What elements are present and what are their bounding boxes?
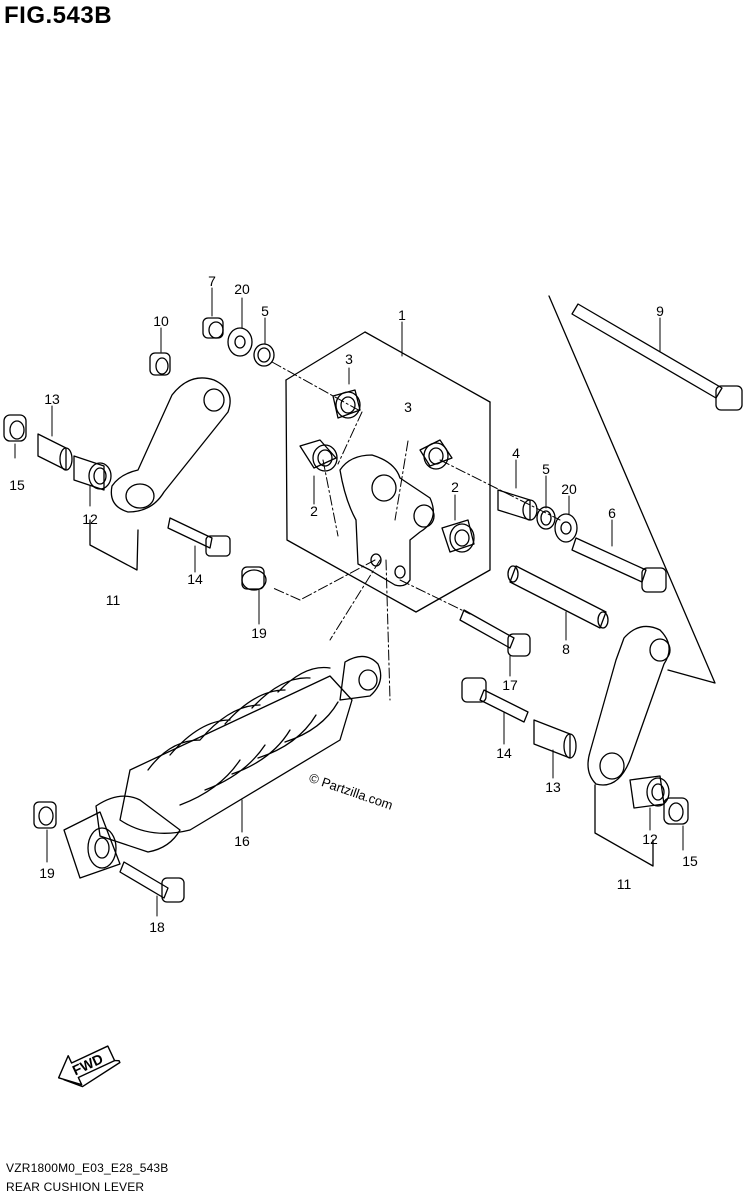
part-11-rod-left bbox=[110, 377, 231, 513]
part-13-collar-right bbox=[533, 719, 577, 759]
callout-9: 9 bbox=[656, 303, 664, 319]
assembly-9-outline bbox=[548, 295, 716, 684]
callout-13: 13 bbox=[545, 779, 561, 795]
center-lines bbox=[271, 361, 561, 701]
callout-20: 20 bbox=[234, 281, 250, 297]
part-17-bolt bbox=[459, 609, 531, 657]
part-11-rod-right bbox=[587, 625, 671, 786]
callout-11: 11 bbox=[106, 592, 121, 608]
callout-7: 7 bbox=[208, 273, 216, 289]
callout-11: 11 bbox=[617, 876, 632, 892]
part-10-nut bbox=[149, 352, 171, 376]
callout-2: 2 bbox=[310, 503, 318, 519]
callout-5: 5 bbox=[542, 461, 550, 477]
fwd-arrow-icon: FWD bbox=[57, 1045, 121, 1088]
part-19-nut-lower bbox=[33, 801, 57, 829]
part-12-bearing-left bbox=[73, 455, 112, 491]
callout-13: 13 bbox=[44, 391, 60, 407]
callout-15: 15 bbox=[682, 853, 698, 869]
part-2-bearing-left bbox=[299, 439, 338, 472]
bracket-11-right bbox=[594, 784, 654, 867]
part-15-nut-left bbox=[3, 414, 27, 442]
callout-6: 6 bbox=[608, 505, 616, 521]
assembly-1-outline bbox=[285, 331, 491, 613]
part-14-bolt-right bbox=[461, 677, 529, 723]
part-5-seal-right bbox=[536, 506, 556, 530]
part-2-bearing-right bbox=[441, 519, 475, 553]
part-4-sleeve bbox=[497, 489, 538, 521]
part-20-washer-right bbox=[554, 513, 578, 543]
callout-19: 19 bbox=[39, 865, 55, 881]
callout-18: 18 bbox=[149, 919, 165, 935]
callout-1: 1 bbox=[398, 307, 406, 323]
leader-lines bbox=[14, 287, 684, 917]
figure-title: FIG.543B bbox=[4, 2, 113, 29]
fwd-label: FWD bbox=[70, 1050, 106, 1078]
part-1-lever bbox=[339, 454, 435, 587]
section-name: REAR CUSHION LEVER bbox=[6, 1180, 145, 1194]
part-8-shaft bbox=[507, 565, 609, 629]
callout-4: 4 bbox=[512, 445, 520, 461]
part-7-nut bbox=[202, 317, 224, 339]
callout-16: 16 bbox=[234, 833, 250, 849]
callout-20: 20 bbox=[561, 481, 577, 497]
part-3-bearing-right bbox=[419, 439, 453, 470]
part-9-long-bolt bbox=[571, 303, 743, 411]
callout-8: 8 bbox=[562, 641, 570, 657]
part-14-bolt-left bbox=[167, 517, 231, 557]
part-16-shock-absorber bbox=[63, 655, 382, 879]
callout-labels: 1 2 2 3 3 4 5 5 6 7 8 9 10 11 11 12 12 1… bbox=[9, 273, 698, 935]
model-code: VZR1800M0_E03_E28_543B bbox=[6, 1161, 169, 1175]
part-3-bearing-top bbox=[332, 389, 361, 419]
part-19-nut-upper bbox=[241, 566, 267, 591]
callout-5: 5 bbox=[261, 303, 269, 319]
part-5-seal-top bbox=[253, 343, 275, 367]
part-13-collar-left bbox=[37, 433, 73, 471]
callout-14: 14 bbox=[496, 745, 512, 761]
callout-10: 10 bbox=[153, 313, 169, 329]
callout-12: 12 bbox=[642, 831, 658, 847]
part-20-washer-top bbox=[227, 327, 253, 357]
bracket-11-left bbox=[89, 519, 139, 571]
callout-14: 14 bbox=[187, 571, 203, 587]
part-12-bearing-right bbox=[629, 775, 670, 809]
callout-15: 15 bbox=[9, 477, 25, 493]
part-18-bolt bbox=[119, 861, 185, 903]
part-6-bolt bbox=[571, 537, 667, 593]
callout-2: 2 bbox=[451, 479, 459, 495]
callout-17: 17 bbox=[502, 677, 518, 693]
part-15-nut-right bbox=[663, 797, 689, 825]
callout-3: 3 bbox=[345, 351, 353, 367]
callout-12: 12 bbox=[82, 511, 98, 527]
callout-19: 19 bbox=[251, 625, 267, 641]
callout-3: 3 bbox=[404, 399, 412, 415]
